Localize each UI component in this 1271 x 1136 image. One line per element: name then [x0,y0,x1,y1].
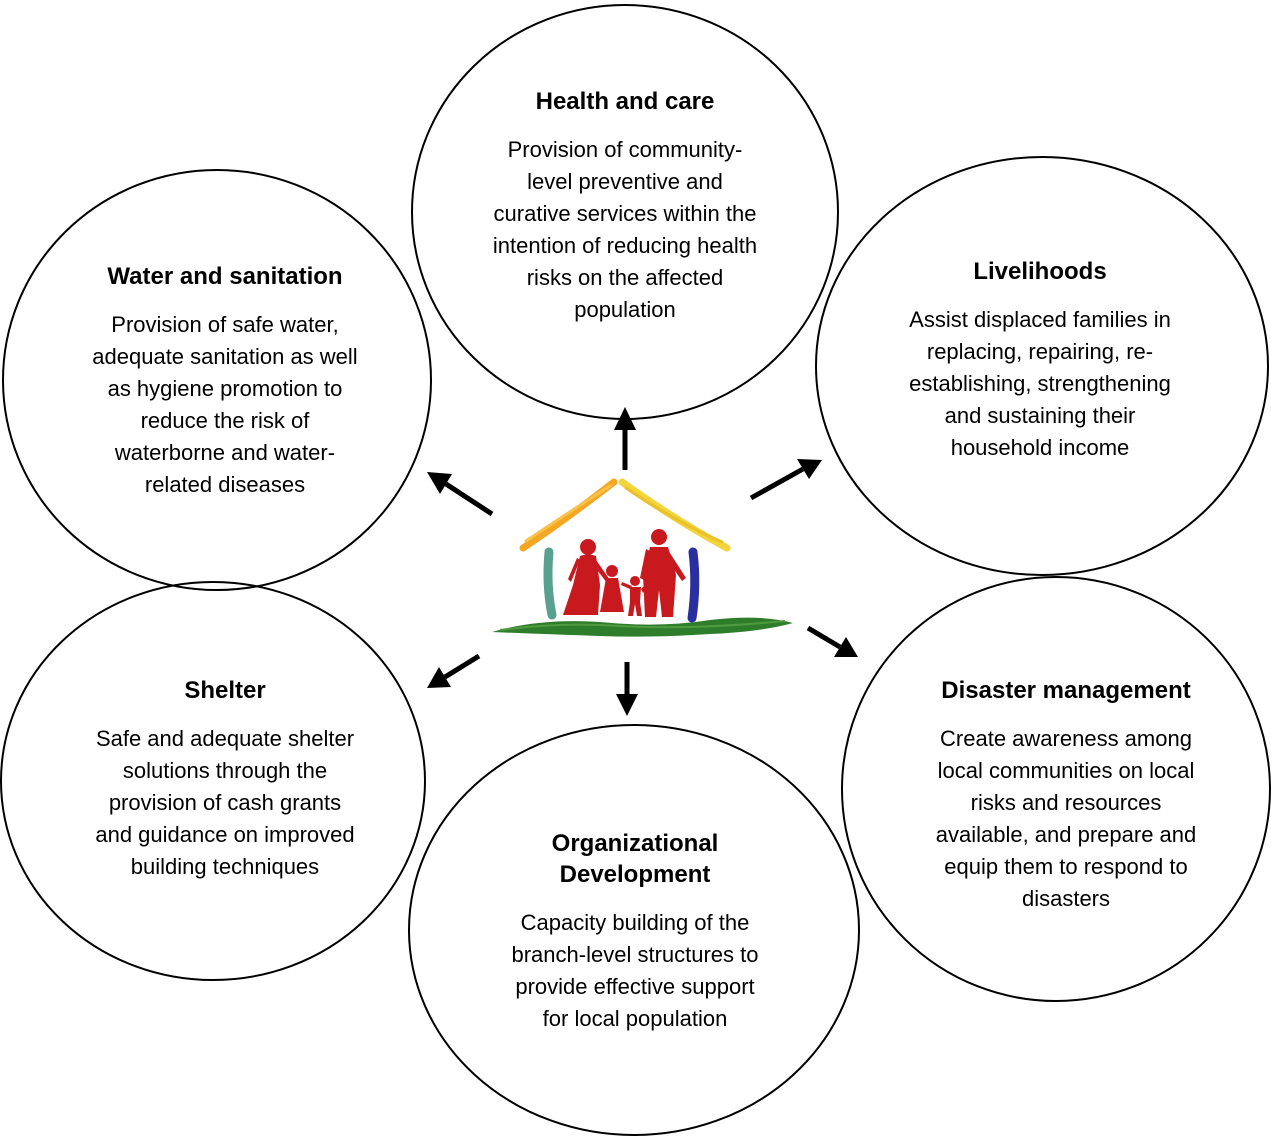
arrow-to-water [427,472,494,517]
shelter-circle [0,581,426,981]
arrow-to-livelihoods [749,459,822,501]
arrow-to-disaster [806,625,858,657]
arrows [427,407,858,716]
organizational-title: Organizational Development [551,830,719,888]
water-title: Water and sanitation [107,263,343,290]
water-description: Provision of safe water, adequate sanita… [92,312,358,497]
shelter-node: Shelter Safe and adequate shelter soluti… [45,675,405,883]
livelihoods-circle [815,156,1269,576]
arrow-to-health [614,407,636,470]
organizational-circle [408,724,860,1136]
livelihoods-description: Assist displaced families in replacing, … [909,307,1171,460]
livelihoods-title: Livelihoods [973,258,1107,285]
shelter-title: Shelter [184,677,266,704]
wall-left-stroke [543,547,557,620]
disaster-circle [841,576,1271,1002]
family-house-icon [492,478,793,637]
family-figures [563,529,686,617]
disaster-node: Disaster management Create awareness amo… [890,675,1242,915]
water-node: Water and sanitation Provision of safe w… [40,261,410,501]
organizational-description: Capacity building of the branch-level st… [511,910,759,1031]
disaster-title: Disaster management [941,677,1191,704]
disaster-description: Create awareness among local communities… [935,726,1197,911]
health-description: Provision of community- level preventive… [492,137,758,322]
organizational-node: Organizational Development Capacity buil… [460,828,810,1035]
health-title: Health and care [535,88,715,115]
arrow-to-shelter [427,653,481,688]
wall-right-stroke [687,547,700,623]
shelter-description: Safe and adequate shelter solutions thro… [95,726,355,879]
arrow-to-organizational [616,662,638,716]
health-node: Health and care Provision of community- … [450,86,800,326]
water-circle [2,169,432,591]
livelihoods-node: Livelihoods Assist displaced families in… [865,256,1215,464]
